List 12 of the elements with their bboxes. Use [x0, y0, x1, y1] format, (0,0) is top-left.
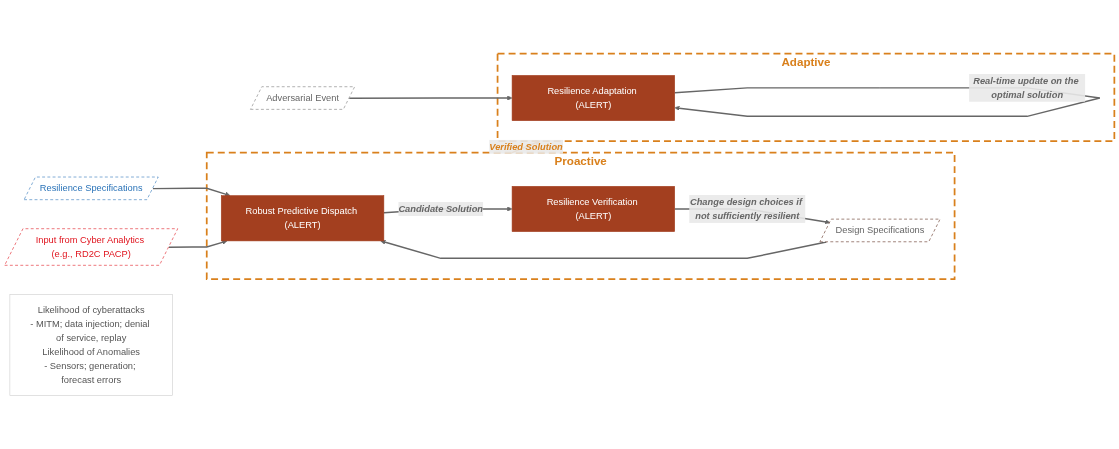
- node-box: Robust Predictive Dispatch (ALERT): [220, 195, 385, 242]
- node-box: Resilience Adaptation (ALERT): [511, 75, 675, 121]
- node-box: Likelihood of cyberattacks - MITM; data injection; denial of service, replay Likelihood of Anomalies - Sensors; generation; forecast errors: [9, 294, 173, 396]
- node-box: Resilience Verification (ALERT): [511, 186, 675, 232]
- arrow: [380, 239, 828, 260]
- edge-label: Candidate Solution: [398, 203, 484, 214]
- arrow: [168, 239, 228, 248]
- edge-label: Change design choices if not sufficiently resilient: [689, 196, 803, 221]
- arrow: [152, 187, 231, 197]
- edge-label: Verified Solution: [489, 141, 563, 152]
- edge-label: Real-time update on the optimal solution: [973, 75, 1079, 100]
- arrow: [348, 95, 513, 101]
